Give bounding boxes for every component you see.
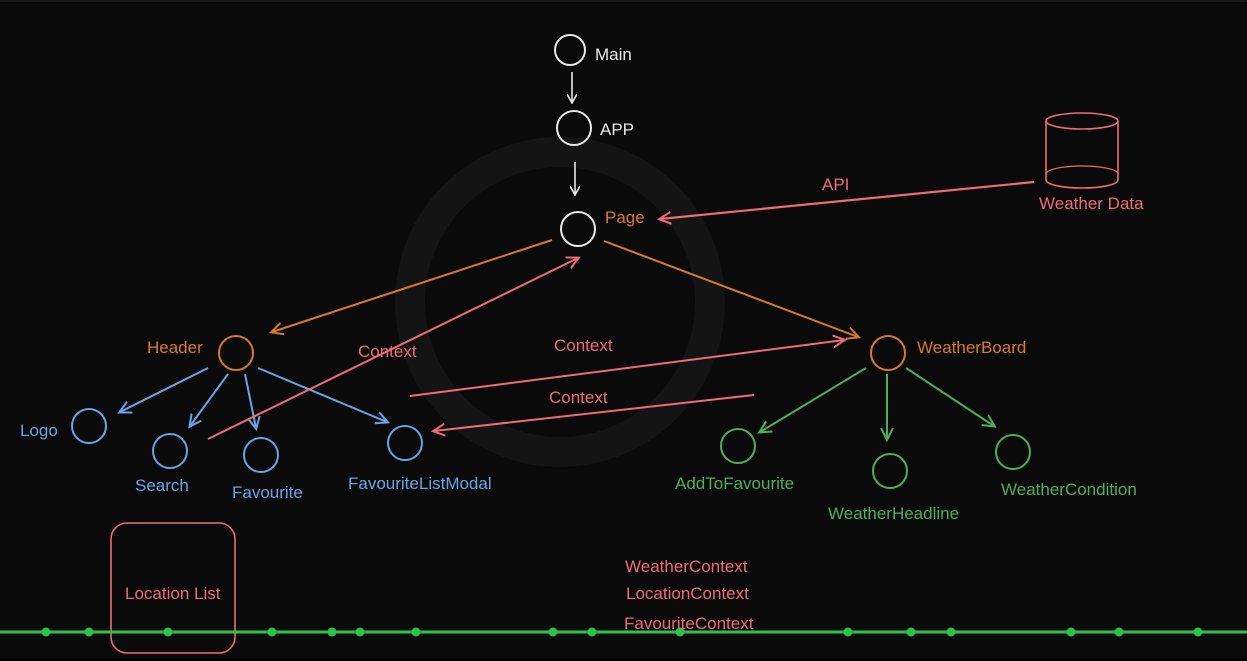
context-board-modal-label: Context <box>549 388 608 407</box>
location-list-label: Location List <box>125 584 221 603</box>
app-label: APP <box>600 120 635 139</box>
timeline-marker <box>675 627 685 637</box>
header-to-search-arrow <box>190 373 229 426</box>
app-node <box>556 110 592 146</box>
context-list-item: WeatherContext <box>625 557 748 576</box>
context-search-page-label: Context <box>358 342 417 361</box>
timeline-marker <box>41 627 51 637</box>
logo-label: Logo <box>20 421 58 440</box>
logo-node <box>71 408 107 444</box>
favourite-label: Favourite <box>232 483 303 502</box>
weather-headline-node <box>872 453 908 489</box>
timeline-marker <box>1114 627 1124 637</box>
timeline-marker <box>84 627 94 637</box>
timeline-marker <box>411 627 421 637</box>
board-to-condition-arrow <box>905 367 994 426</box>
board-to-modal-context-arrow <box>434 394 755 431</box>
header-to-logo-arrow <box>120 367 209 412</box>
add-to-favourite-label: AddToFavourite <box>675 474 795 493</box>
weather-headline-label: WeatherHeadline <box>828 504 960 523</box>
search-to-page-context-arrow <box>207 258 578 440</box>
context-list-item: LocationContext <box>626 584 749 603</box>
weather-data-cylinder <box>1045 112 1119 189</box>
timeline-marker <box>327 627 337 637</box>
board-to-add-arrow <box>760 367 867 432</box>
weather-condition-node <box>995 434 1031 470</box>
weather-data-label: Weather Data <box>1039 194 1144 213</box>
main-node <box>554 34 586 66</box>
search-node <box>152 433 188 469</box>
timeline-marker <box>267 627 277 637</box>
header-label: Header <box>147 338 203 357</box>
timeline-marker <box>906 627 916 637</box>
timeline-marker <box>587 627 597 637</box>
main-label: Main <box>595 45 632 64</box>
timeline-marker <box>1066 627 1076 637</box>
context-modal-board-label: Context <box>554 336 613 355</box>
timeline-marker <box>355 627 365 637</box>
timeline-marker <box>843 627 853 637</box>
header-node <box>218 335 254 371</box>
page-to-header-arrow <box>272 239 553 332</box>
timeline <box>0 627 1247 637</box>
search-label: Search <box>135 476 189 495</box>
modal-to-board-context-arrow <box>409 340 844 397</box>
favourite-list-modal-label: FavouriteListModal <box>348 474 492 493</box>
weatherboard-label: WeatherBoard <box>917 338 1027 357</box>
timeline-marker <box>946 627 956 637</box>
api-label: API <box>822 175 850 194</box>
timeline-marker <box>548 627 558 637</box>
page-label: Page <box>605 208 645 227</box>
weatherboard-node <box>870 335 906 371</box>
location-list-box <box>110 522 236 654</box>
weather-condition-label: WeatherCondition <box>1001 480 1137 499</box>
context-list-item: FavouriteContext <box>624 614 754 633</box>
header-to-modal-arrow <box>257 367 387 422</box>
api-arrow <box>660 180 1035 219</box>
page-node <box>560 211 596 247</box>
watermark-ring <box>395 137 725 467</box>
add-to-favourite-node <box>720 428 756 464</box>
favourite-list-modal-node <box>387 425 423 461</box>
header-to-favourite-arrow <box>244 373 256 428</box>
timeline-marker <box>163 627 173 637</box>
timeline-marker <box>1193 627 1203 637</box>
favourite-node <box>243 437 279 473</box>
page-to-weatherboard-arrow <box>603 240 858 337</box>
